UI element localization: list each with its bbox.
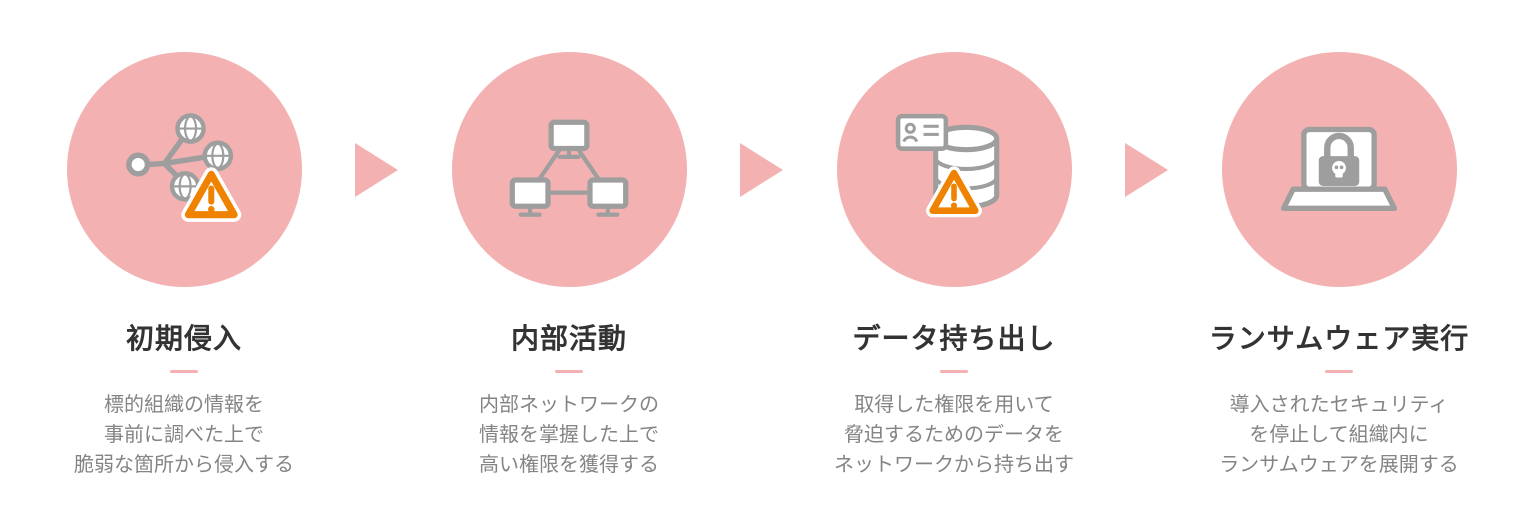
step-data-exfiltration: データ持ち出し 取得した権限を用いて 脅迫するためのデータを ネットワークから持… bbox=[803, 52, 1105, 480]
ransomware-attack-flow-diagram: 初期侵入 標的組織の情報を 事前に調べた上で 脆弱な箇所から侵入する bbox=[33, 52, 1490, 480]
warning-triangle-icon bbox=[181, 166, 242, 222]
step-circle bbox=[1221, 52, 1457, 287]
step-description: 内部ネットワークの 情報を掌握した上で 高い権限を獲得する bbox=[479, 390, 659, 480]
desc-line: ランサムウェアを展開する bbox=[1219, 454, 1459, 476]
desc-line: 導入されたセキュリティ bbox=[1229, 394, 1449, 416]
id-card-icon bbox=[895, 113, 949, 151]
desc-line: 脅迫するためのデータを bbox=[844, 424, 1064, 446]
computer-network-icon bbox=[509, 119, 629, 217]
intrusion-network-warning-icon bbox=[126, 112, 242, 222]
step-title: データ持ち出し bbox=[852, 323, 1056, 354]
step-description: 導入されたセキュリティ を停止して組織内に ランサムウェアを展開する bbox=[1219, 390, 1459, 480]
desc-line: 高い権限を獲得する bbox=[479, 454, 659, 476]
desc-line: 内部ネットワークの bbox=[479, 394, 659, 416]
desc-line: 取得した権限を用いて bbox=[854, 394, 1054, 416]
flow-arrow bbox=[1125, 143, 1168, 197]
database-exfiltration-warning-icon bbox=[895, 113, 1000, 217]
desc-line: ネットワークから持ち出す bbox=[834, 454, 1074, 476]
step-description: 取得した権限を用いて 脅迫するためのデータを ネットワークから持ち出す bbox=[834, 390, 1074, 480]
flow-arrow bbox=[740, 143, 783, 197]
step-title: 初期侵入 bbox=[125, 323, 242, 354]
flow-arrow bbox=[355, 143, 398, 197]
step-description: 標的組織の情報を 事前に調べた上で 脆弱な箇所から侵入する bbox=[74, 390, 294, 480]
ransomware-locked-laptop-icon bbox=[1280, 126, 1398, 211]
desc-line: 標的組織の情報を bbox=[104, 394, 264, 416]
step-initial-intrusion: 初期侵入 標的組織の情報を 事前に調べた上で 脆弱な箇所から侵入する bbox=[33, 52, 335, 480]
step-circle bbox=[451, 52, 687, 287]
title-underline bbox=[555, 370, 583, 373]
step-circle bbox=[836, 52, 1072, 287]
step-ransomware-execution: ランサムウェア実行 導入されたセキュリティ を停止して組織内に ランサムウェアを… bbox=[1188, 52, 1490, 480]
title-underline bbox=[170, 370, 198, 373]
desc-line: 情報を掌握した上で bbox=[479, 424, 659, 446]
step-circle bbox=[66, 52, 302, 287]
step-title: ランサムウェア実行 bbox=[1208, 323, 1470, 354]
warning-triangle-icon bbox=[926, 165, 982, 217]
skull-padlock-icon bbox=[1318, 132, 1360, 186]
step-title: 内部活動 bbox=[510, 323, 627, 354]
desc-line: 事前に調べた上で bbox=[104, 424, 264, 446]
title-underline bbox=[1325, 370, 1353, 373]
desc-line: 脆弱な箇所から侵入する bbox=[74, 454, 294, 476]
title-underline bbox=[940, 370, 968, 373]
desc-line: を停止して組織内に bbox=[1249, 424, 1429, 446]
step-internal-activity: 内部活動 内部ネットワークの 情報を掌握した上で 高い権限を獲得する bbox=[418, 52, 720, 480]
